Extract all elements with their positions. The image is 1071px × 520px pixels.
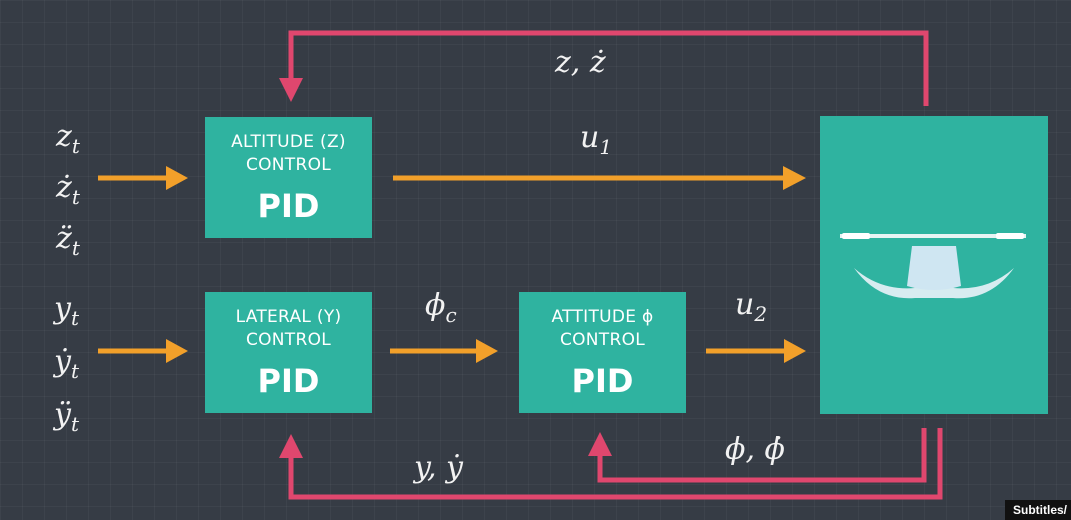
arrow-u1-head: [783, 166, 806, 190]
arrow-y-input-head: [166, 339, 188, 363]
arrow-u2-head: [784, 339, 806, 363]
feedback-y-line: [288, 428, 943, 500]
altitude-control-block: ALTITUDE (Z) CONTROL PID: [205, 117, 372, 238]
drone-plant-block: [820, 116, 1048, 414]
input-y: yt: [54, 291, 79, 330]
input-y-stack: yt ẏt ÿt: [54, 287, 79, 446]
feedback-z-label: z, ż: [555, 45, 606, 80]
signal-u2-label: u2: [735, 287, 768, 326]
attitude-pid-label: PID: [571, 362, 634, 400]
drone-icon: [840, 233, 1026, 299]
feedback-z-head: [279, 78, 303, 102]
feedback-phi-label: ϕ, ϕ̇: [725, 432, 785, 467]
feedback-z-line: [288, 30, 929, 106]
input-y-dot: ẏt: [54, 344, 79, 383]
altitude-title: ALTITUDE (Z) CONTROL: [231, 132, 346, 175]
input-z-dot: żt: [56, 170, 80, 209]
attitude-control-block: ATTITUDE ϕ CONTROL PID: [519, 292, 686, 413]
input-z-stack: zt żt z̈t: [56, 116, 80, 269]
lateral-pid-label: PID: [257, 362, 320, 400]
signal-phi-c-label: ϕc: [425, 288, 457, 327]
feedback-arrows: [288, 30, 943, 500]
attitude-title: ATTITUDE ϕ CONTROL: [551, 307, 654, 350]
arrow-phi-c-head: [476, 339, 498, 363]
lateral-title: LATERAL (Y) CONTROL: [235, 307, 342, 350]
subtitles-caption: Subtitles/: [1005, 500, 1071, 520]
input-z: zt: [56, 119, 80, 158]
lateral-control-block: LATERAL (Y) CONTROL PID: [205, 292, 372, 413]
signal-u1-label: u1: [580, 120, 613, 159]
altitude-pid-label: PID: [257, 187, 320, 225]
arrow-z-input-head: [166, 166, 188, 190]
forward-arrows: [98, 166, 806, 363]
feedback-phi-line: [597, 428, 927, 483]
feedback-phi-head: [588, 432, 612, 456]
feedback-y-head: [279, 434, 303, 458]
input-z-ddot: z̈t: [56, 221, 80, 260]
feedback-arrowheads: [279, 78, 612, 458]
input-y-ddot: ÿt: [54, 397, 79, 436]
feedback-y-label: y, ẏ: [414, 450, 463, 485]
